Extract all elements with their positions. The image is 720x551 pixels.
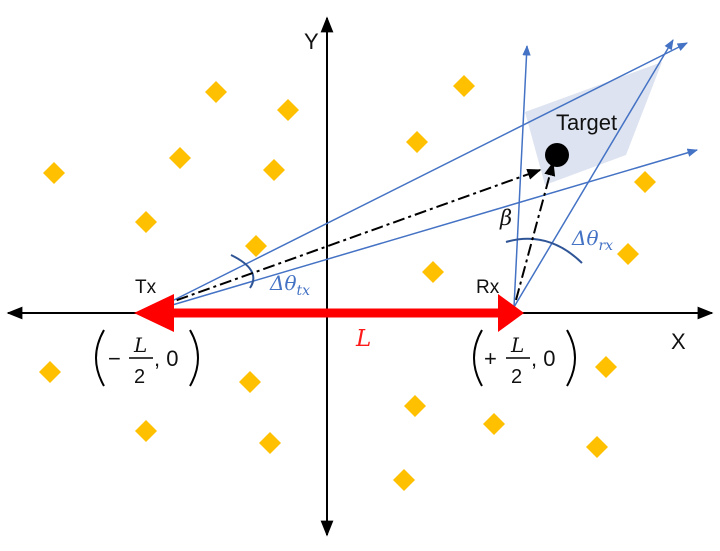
delta-theta-tx-arc — [230, 254, 255, 289]
scatterer-diamond — [239, 371, 261, 393]
scatterer-diamond — [483, 413, 505, 435]
tx-coord-den: 2 — [134, 366, 145, 388]
rx-beam-left — [513, 44, 531, 308]
rx-to-target-path — [515, 161, 556, 301]
baseline-right-arrowhead — [498, 294, 524, 332]
tx-beam-lower — [151, 148, 699, 312]
delta-theta-rx-base: Δθ — [571, 226, 598, 250]
scatterer-diamond — [595, 356, 617, 378]
y-axis-label: Y — [304, 29, 319, 54]
target-marker — [545, 143, 569, 167]
target-label: Target — [556, 110, 617, 135]
scatterer-diamond — [263, 159, 285, 181]
rx-coord-sign: + — [484, 346, 497, 371]
rx-beam-right — [513, 39, 674, 308]
delta-theta-tx-base: Δθ — [269, 271, 296, 295]
scatterer-diamond — [39, 361, 61, 383]
scatterer-diamond — [404, 395, 426, 417]
scatterer-diamond — [43, 162, 65, 184]
scatterer-diamond — [634, 171, 656, 193]
rx-coord-den: 2 — [511, 366, 522, 388]
delta-theta-tx-label: Δθtx — [269, 271, 310, 299]
tx-coord-num: L — [133, 333, 147, 357]
scatterer-diamond — [617, 243, 639, 265]
delta-theta-rx-arc — [505, 237, 583, 264]
tx-coord-tail: , 0 — [154, 346, 178, 371]
beta-label: β — [499, 206, 512, 230]
x-axis-label: X — [671, 329, 686, 354]
tx-coordinate: − L 2 , 0 — [95, 329, 199, 388]
scatterer-diamond — [259, 432, 281, 454]
tx-beam-upper — [151, 42, 688, 312]
scatterer-diamond — [393, 469, 415, 491]
scatterer-diamond — [422, 261, 444, 283]
delta-theta-tx-sub: tx — [296, 283, 310, 299]
tx-coord-sign: − — [108, 346, 121, 371]
scatterer-diamond — [205, 81, 227, 103]
rx-label: Rx — [476, 277, 500, 298]
scatterer-diamond — [135, 420, 157, 442]
delta-theta-rx-label: Δθrx — [571, 226, 613, 254]
tx-to-target-path — [154, 168, 542, 309]
scatterer-diamond — [586, 436, 608, 458]
baseline-label: L — [355, 326, 371, 352]
scatterer-diamond — [453, 75, 475, 97]
scatterer-diamond — [406, 131, 428, 153]
delta-theta-rx-sub: rx — [598, 238, 613, 254]
scatterer-diamond — [135, 211, 157, 233]
baseline-left-arrowhead — [134, 294, 174, 332]
scatterer-diamond — [277, 99, 299, 121]
rx-coordinate: + L 2 , 0 — [473, 329, 576, 388]
rx-coord-num: L — [510, 333, 524, 357]
scatterer-diamond — [169, 147, 191, 169]
scatterer-diamond — [245, 235, 267, 257]
tx-label: Tx — [135, 277, 157, 298]
rx-coord-tail: , 0 — [531, 346, 555, 371]
